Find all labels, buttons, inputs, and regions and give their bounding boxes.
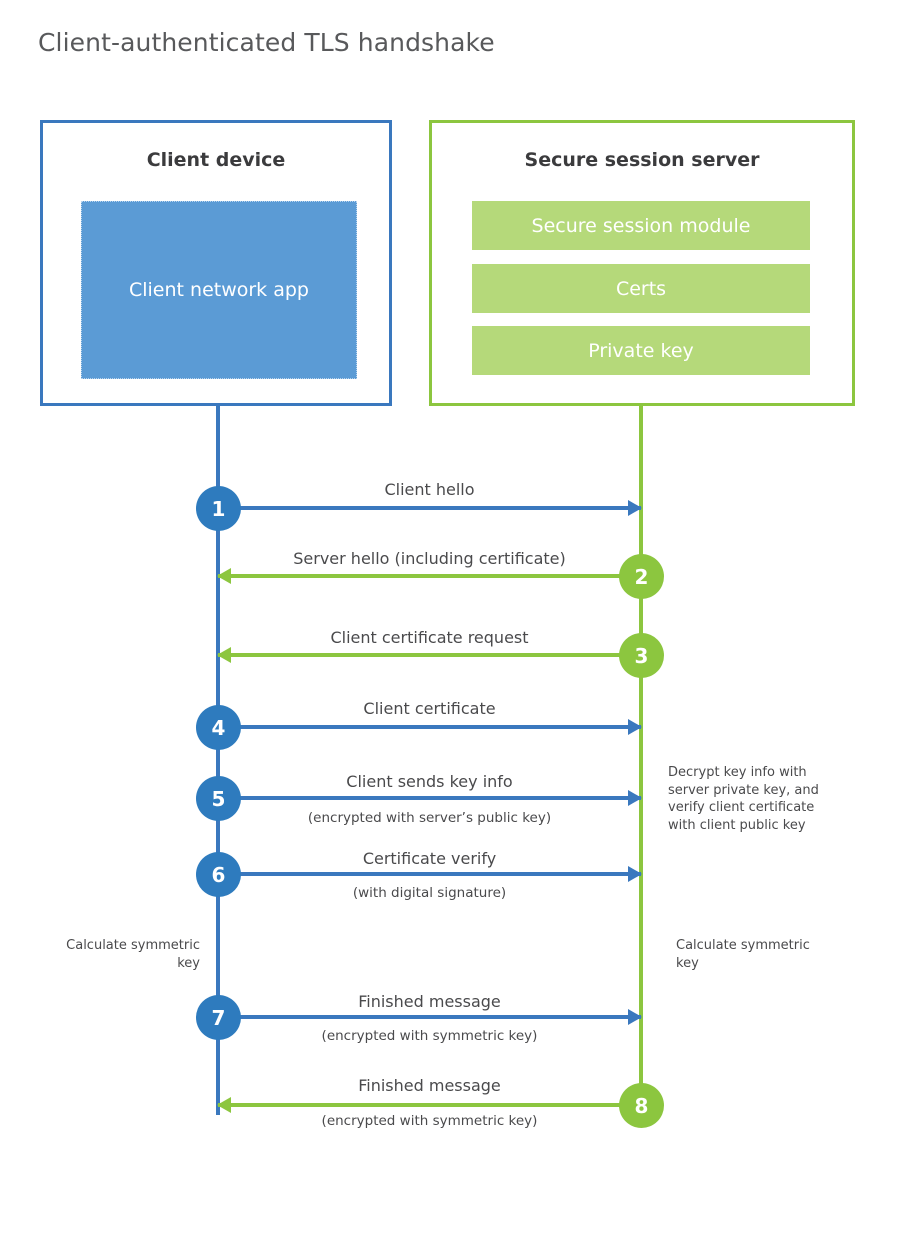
server-module-secure-session-module: Secure session module <box>472 201 810 250</box>
client-device-box: Client device Client network app <box>40 120 392 406</box>
note-client-calculate-symmetric-key: Calculate symmetric key <box>66 938 200 971</box>
message-label-8: Finished message <box>358 1076 501 1095</box>
message-arrow-3 <box>217 647 641 663</box>
server-lifeline <box>639 403 643 1107</box>
message-label-3: Client certificate request <box>330 628 529 647</box>
note-server-calculate-symmetric-key: Calculate symmetric key <box>676 938 810 971</box>
arrowhead-left-icon <box>217 647 231 663</box>
arrowhead-left-icon <box>217 568 231 584</box>
arrowhead-right-icon <box>628 719 642 735</box>
step-circle-3[interactable]: 3 <box>619 633 664 678</box>
message-arrow-8 <box>217 1097 641 1113</box>
message-arrow-1 <box>218 500 642 516</box>
server-module-certs: Certs <box>472 264 810 313</box>
secure-session-server-title: Secure session server <box>524 149 760 171</box>
step-circle-8[interactable]: 8 <box>619 1083 664 1128</box>
message-arrow-4 <box>218 719 642 735</box>
message-label-2: Server hello (including certificate) <box>293 549 566 568</box>
arrowhead-right-icon <box>628 1009 642 1025</box>
message-sublabel-8: (encrypted with symmetric key) <box>321 1113 538 1129</box>
secure-session-server-box: Secure session server Secure session mod… <box>429 120 855 406</box>
message-arrow-5 <box>218 790 642 806</box>
arrowhead-right-icon <box>628 866 642 882</box>
message-label-5: Client sends key info <box>346 772 513 791</box>
server-module-private-key: Private key <box>472 326 810 375</box>
message-label-6: Certificate verify <box>362 849 497 868</box>
step-circle-4[interactable]: 4 <box>196 705 241 750</box>
arrowhead-right-icon <box>628 790 642 806</box>
message-sublabel-7: (encrypted with symmetric key) <box>321 1028 538 1044</box>
message-sublabel-5: (encrypted with server’s public key) <box>307 810 552 826</box>
client-lifeline <box>216 403 220 1115</box>
note-server-decrypt: Decrypt key info with server private key… <box>668 765 819 833</box>
arrowhead-left-icon <box>217 1097 231 1113</box>
client-network-app-block: Client network app <box>81 201 357 379</box>
message-label-1: Client hello <box>384 480 475 499</box>
message-arrow-7 <box>218 1009 642 1025</box>
message-label-7: Finished message <box>358 992 501 1011</box>
step-circle-7[interactable]: 7 <box>196 995 241 1040</box>
message-label-4: Client certificate <box>363 699 496 718</box>
step-circle-2[interactable]: 2 <box>619 554 664 599</box>
step-circle-6[interactable]: 6 <box>196 852 241 897</box>
message-arrow-6 <box>218 866 642 882</box>
client-device-title: Client device <box>146 149 286 171</box>
step-circle-1[interactable]: 1 <box>196 486 241 531</box>
arrowhead-right-icon <box>628 500 642 516</box>
page-title: Client-authenticated TLS handshake <box>38 28 495 57</box>
message-arrow-2 <box>217 568 641 584</box>
message-sublabel-6: (with digital signature) <box>352 885 507 901</box>
step-circle-5[interactable]: 5 <box>196 776 241 821</box>
